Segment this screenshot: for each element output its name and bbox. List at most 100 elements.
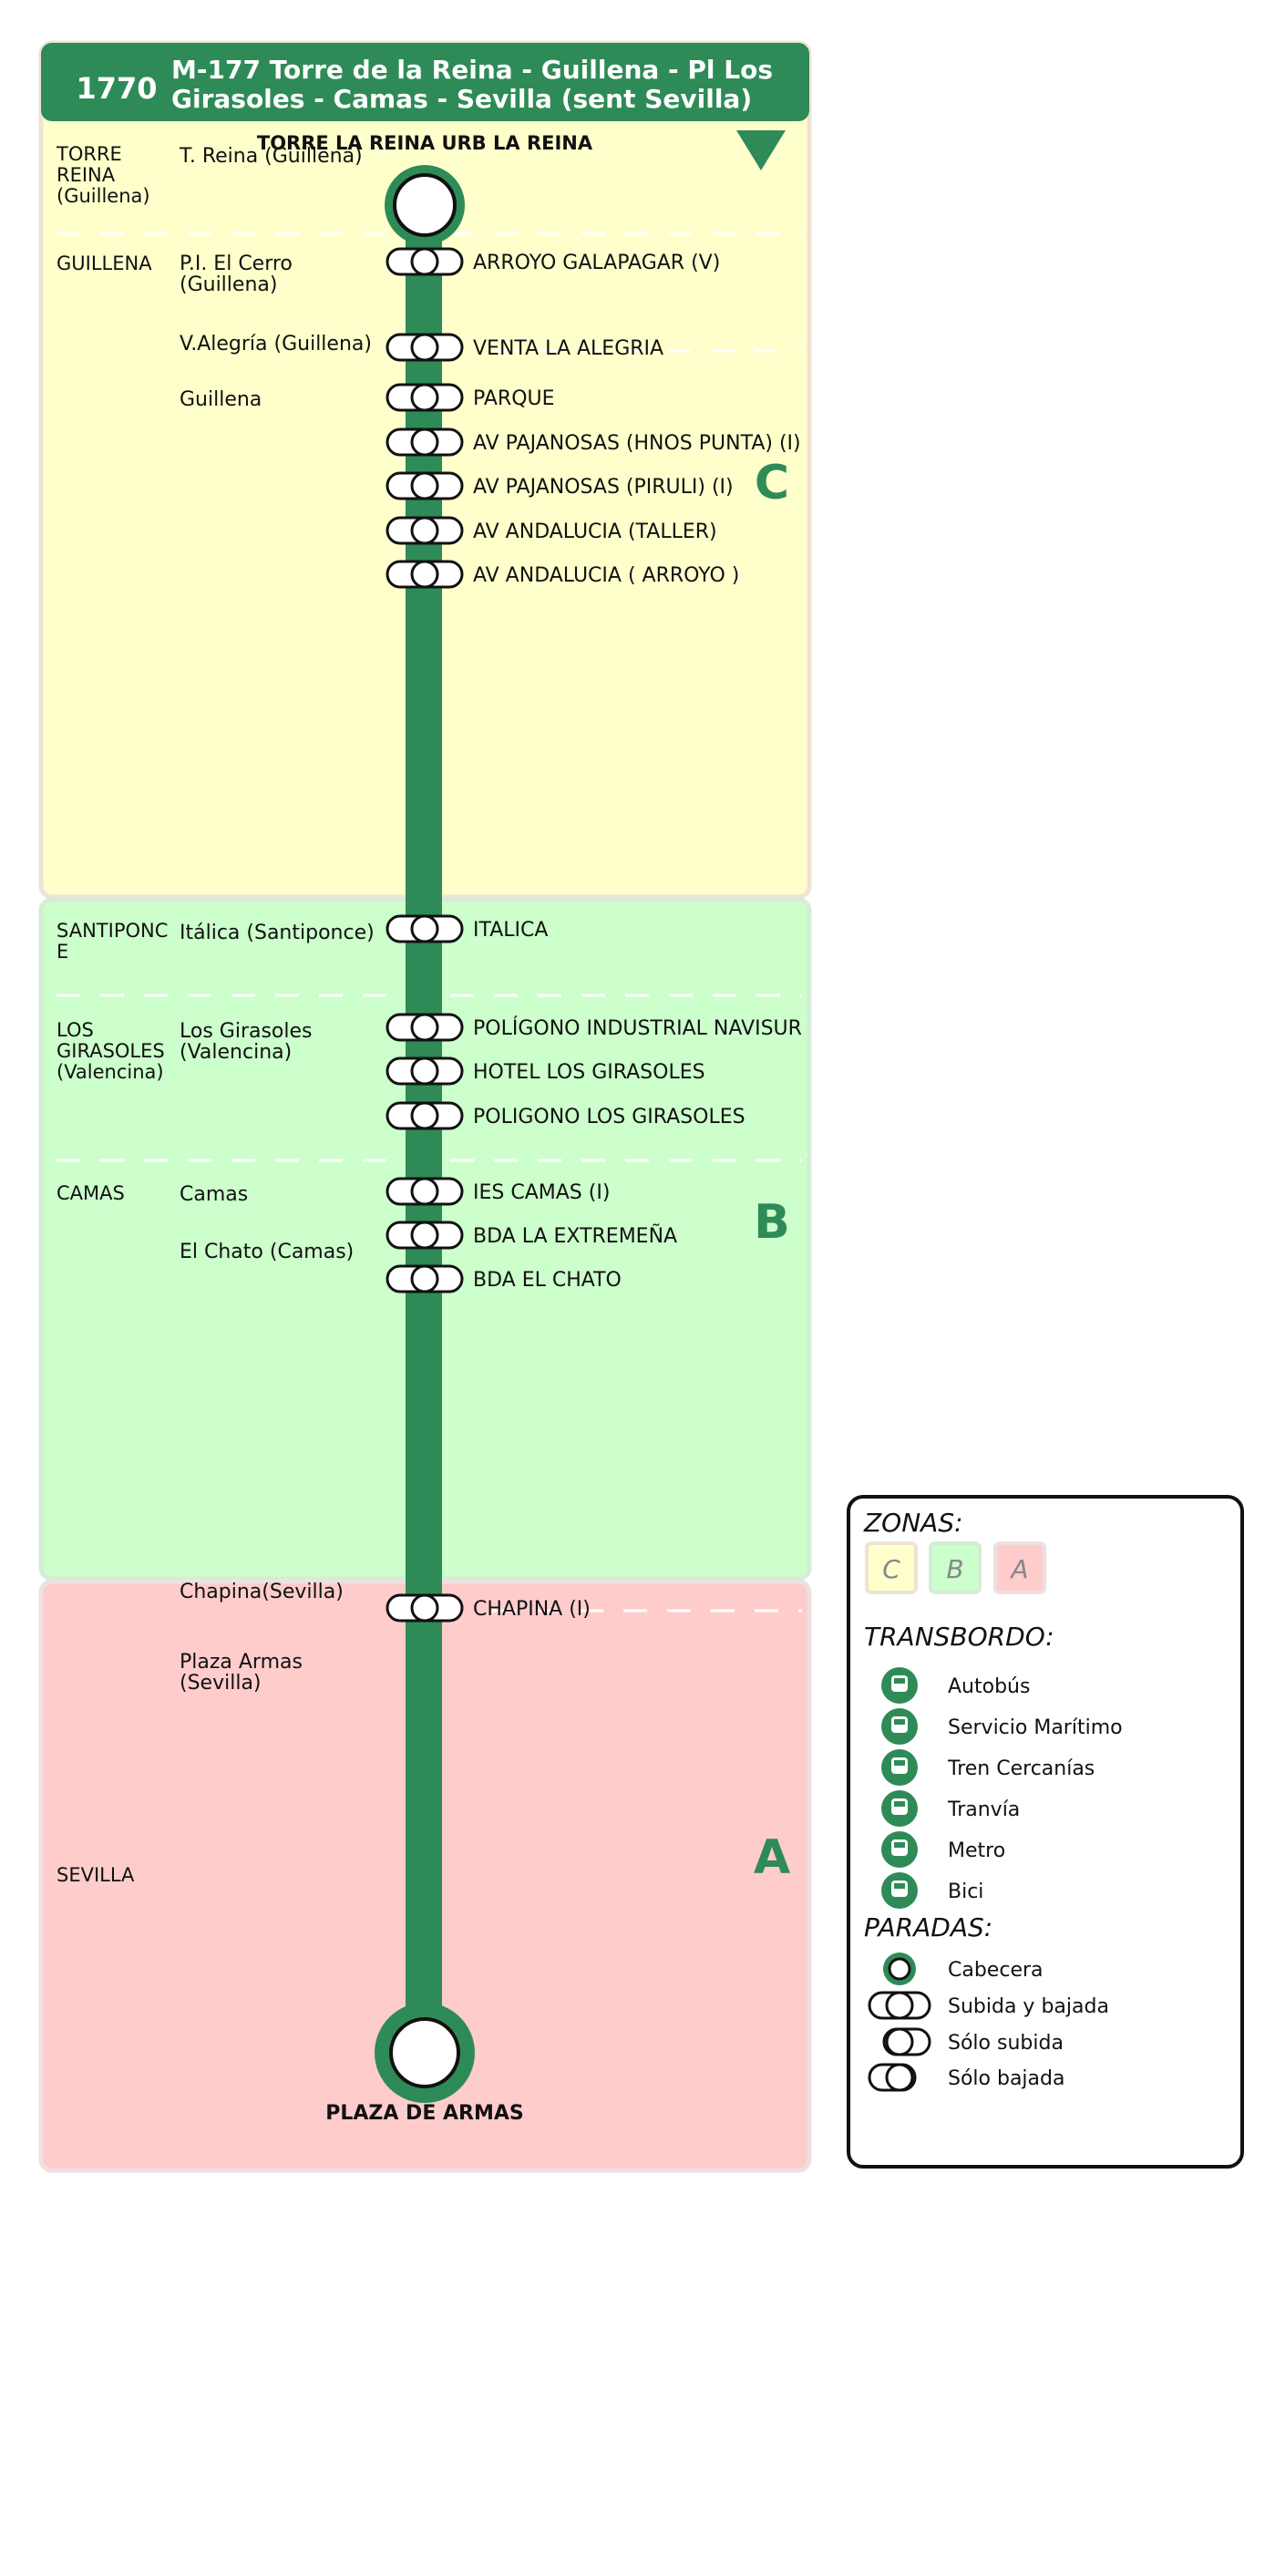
locality-name: T. Reina (Guillena) [179, 145, 363, 168]
locality-name: Guillena [180, 388, 262, 411]
stop-center-circle [410, 1056, 439, 1086]
legend-paradas-title: PARADAS: [864, 1912, 992, 1942]
legend-zonas-title: ZONAS: [863, 1508, 963, 1538]
stop-center-circle [410, 247, 439, 276]
transfer-icon-window [894, 1760, 905, 1766]
stop-center-circle [410, 1013, 439, 1042]
stop-name: HOTEL LOS GIRASOLES [473, 1061, 705, 1084]
locality-name: El Chato (Camas) [180, 1241, 354, 1263]
line-number: 1770 [76, 71, 157, 106]
stop-center-circle [885, 1991, 914, 2020]
stop-center-circle [410, 333, 439, 362]
municipality-name: GIRASOLES [57, 1040, 165, 1062]
board-alight-stop-icon [386, 1013, 464, 1042]
legend-transfer-label: Servicio Marítimo [948, 1716, 1123, 1739]
boat-icon [881, 1708, 918, 1745]
stop-center-circle [410, 914, 439, 943]
route-title-line2: Girasoles - Camas - Sevilla (sent Sevill… [171, 84, 752, 114]
board-alight-stop-icon [386, 471, 464, 500]
municipality-name: LOS [57, 1019, 94, 1041]
locality-name: V.Alegría (Guillena) [180, 333, 372, 355]
board-alight-stop-icon [386, 333, 464, 362]
stop-name: POLIGONO LOS GIRASOLES [473, 1106, 745, 1128]
board-alight-stop-icon [386, 1221, 464, 1250]
stop-center-circle [410, 560, 439, 589]
stop-name: ARROYO GALAPAGAR (V) [473, 252, 720, 274]
legend-transfer-label: Metro [948, 1839, 1005, 1862]
stop-name: BDA EL CHATO [473, 1269, 622, 1292]
legend-transfer-label: Bici [948, 1880, 983, 1903]
municipality-name: TORRE [56, 143, 122, 165]
train-icon [881, 1749, 918, 1786]
board-alight-stop-icon [386, 1056, 464, 1086]
municipality-name: E [57, 941, 68, 963]
stop-name: BDA LA EXTREMEÑA [473, 1223, 677, 1248]
bike-icon [881, 1872, 918, 1909]
locality-name: Itálica (Santiponce) [180, 922, 375, 944]
legend-stop-label: Subida y bajada [948, 1995, 1109, 2018]
stop-center-circle [410, 1101, 439, 1130]
stop-name: VENTA LA ALEGRIA [473, 337, 663, 360]
municipality-name: (Valencina) [57, 1061, 164, 1083]
stop-center-circle [410, 383, 439, 412]
locality-name: (Sevilla) [180, 1672, 262, 1695]
locality-name: Plaza Armas [180, 1651, 303, 1674]
stop-center-circle [410, 471, 439, 500]
stop-name: AV ANDALUCIA ( ARROYO ) [473, 564, 739, 587]
board-alight-stop-icon [386, 1264, 464, 1293]
board-alight-stop-icon [386, 560, 464, 589]
stop-name: ITALICA [473, 919, 548, 942]
stop-name: CHAPINA (I) [473, 1598, 591, 1621]
transfer-icon-window [894, 1801, 905, 1807]
stop-name: IES CAMAS (I) [473, 1181, 610, 1204]
legend-zone-letter: C [882, 1554, 900, 1584]
zone-letter-a: A [754, 1830, 790, 1885]
route-title-line1: M-177 Torre de la Reina - Guillena - Pl … [171, 55, 773, 85]
municipality-name: CAMAS [57, 1182, 125, 1204]
stop-center-circle [410, 516, 439, 545]
legend-stop-label: Cabecera [948, 1959, 1044, 1982]
transfer-icon-window [894, 1883, 905, 1889]
stop-center-circle [410, 1177, 439, 1206]
municipality-name: REINA [57, 164, 116, 186]
legend-transfer-label: Tren Cercanías [947, 1757, 1095, 1780]
legend-transbordo-title: TRANSBORDO: [864, 1622, 1054, 1652]
locality-name: Los Girasoles [180, 1020, 313, 1043]
transfer-icon-window [894, 1842, 905, 1848]
board-alight-stop-icon [386, 516, 464, 545]
terminal-stop-icon [389, 2017, 460, 2088]
tram-icon [881, 1790, 918, 1827]
locality-name: (Valencina) [180, 1041, 292, 1064]
terminal-end-name: PLAZA DE ARMAS [325, 2102, 524, 2125]
stop-center-circle [885, 2063, 914, 2092]
board-alight-stop-icon [386, 383, 464, 412]
board-alight-stop-icon [386, 1593, 464, 1623]
alight-only-stop-icon [868, 2063, 917, 2092]
municipality-name: GUILLENA [57, 252, 152, 274]
stop-name: PARQUE [473, 387, 555, 410]
stop-center-circle [885, 2027, 914, 2056]
stop-name: POLÍGONO INDUSTRIAL NAVISUR [473, 1016, 802, 1040]
transfer-icon-window [894, 1719, 905, 1725]
locality-name: Chapina(Sevilla) [180, 1581, 344, 1603]
legend-zone-swatch [865, 1541, 918, 1594]
terminal-start-name: TORRE LA REINA URB LA REINA [257, 132, 593, 154]
board-alight-stop-icon [386, 428, 464, 457]
legend-zone-swatch [993, 1541, 1046, 1594]
stop-center-circle [410, 428, 439, 457]
municipality-name: SANTIPONC [57, 920, 168, 942]
municipality-name: SEVILLA [57, 1864, 135, 1886]
route-header [41, 43, 809, 121]
stop-name: AV PAJANOSAS (HNOS PUNTA) (I) [473, 432, 801, 455]
zone-letter-c: C [755, 456, 789, 510]
municipality-name: (Guillena) [57, 185, 150, 207]
zone-letter-b: B [754, 1195, 790, 1250]
stop-center-circle [410, 1264, 439, 1293]
legend-zone-letter: A [1009, 1554, 1028, 1584]
board-alight-stop-icon [386, 247, 464, 276]
legend-stop-label: Sólo bajada [948, 2067, 1064, 2090]
legend-box [847, 1495, 1244, 2169]
bus-icon [881, 1667, 918, 1704]
